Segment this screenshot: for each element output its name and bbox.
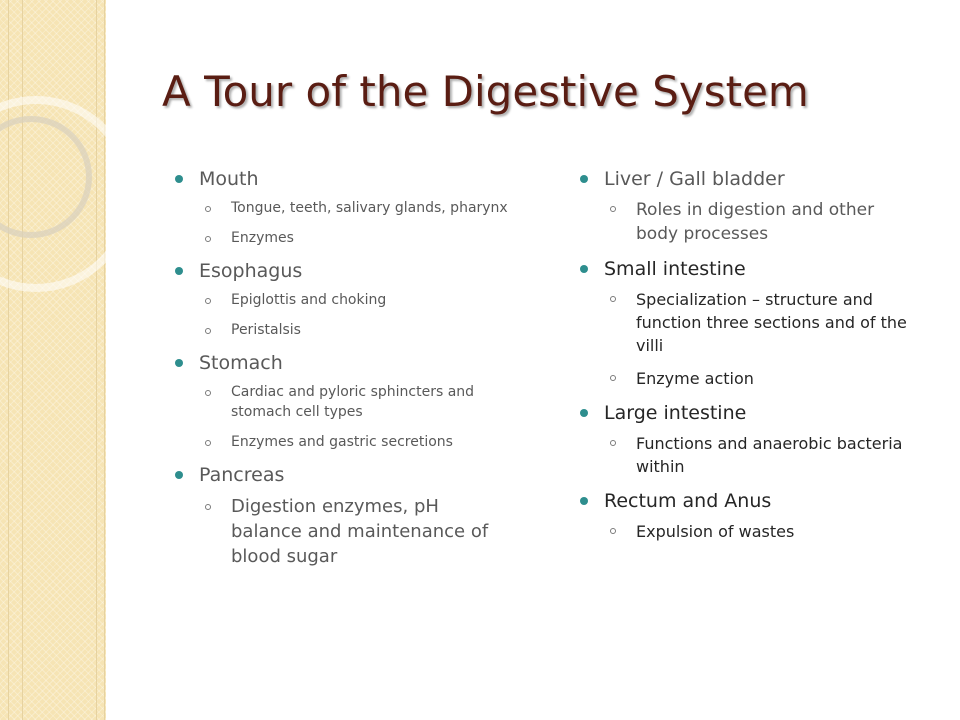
band-stripe xyxy=(8,0,9,720)
sub-bullet-list: Expulsion of wastes xyxy=(604,520,920,543)
sub-bullet-label: Peristalsis xyxy=(231,322,301,338)
decorative-ring-icon xyxy=(0,96,106,292)
bullet-label: Large intestine xyxy=(604,402,747,424)
bullet-dot-icon xyxy=(175,175,183,183)
right-column: Liver / Gall bladder Roles in digestion … xyxy=(580,166,920,553)
band-stripe xyxy=(22,0,23,720)
decorative-ring-icon xyxy=(0,116,92,238)
sub-bullet-item: Digestion enzymes, pH balance and mainte… xyxy=(203,494,515,569)
sub-bullet-item: Enzymes xyxy=(203,228,515,248)
bullet-dot-icon xyxy=(175,359,183,367)
bullet-dot-icon xyxy=(580,409,588,417)
sub-bullet-item: Cardiac and pyloric sphincters and stoma… xyxy=(203,382,515,422)
bullet-dot-icon xyxy=(580,497,588,505)
bullet-item-stomach: Stomach Cardiac and pyloric sphincters a… xyxy=(175,350,515,452)
sub-bullet-item: Specialization – structure and function … xyxy=(608,288,920,357)
sub-bullet-item: Peristalsis xyxy=(203,320,515,340)
bullet-item-rectum-anus: Rectum and Anus Expulsion of wastes xyxy=(580,488,920,543)
bullet-list: Mouth Tongue, teeth, salivary glands, ph… xyxy=(175,166,515,569)
sub-bullet-ring-icon xyxy=(610,296,616,302)
bullet-dot-icon xyxy=(580,265,588,273)
sub-bullet-label: Specialization – structure and function … xyxy=(636,290,907,355)
sub-bullet-item: Expulsion of wastes xyxy=(608,520,920,543)
sub-bullet-item: Epiglottis and choking xyxy=(203,290,515,310)
sub-bullet-ring-icon xyxy=(610,206,616,212)
sub-bullet-item: Roles in digestion and other body proces… xyxy=(608,198,920,246)
bullet-label: Rectum and Anus xyxy=(604,490,772,512)
sub-bullet-label: Functions and anaerobic bacteria within xyxy=(636,434,903,476)
sub-bullet-label: Enzymes xyxy=(231,230,294,246)
sub-bullet-list: Roles in digestion and other body proces… xyxy=(604,198,920,246)
bullet-label: Esophagus xyxy=(199,260,303,282)
sub-bullet-label: Roles in digestion and other body proces… xyxy=(636,200,875,244)
bullet-label: Mouth xyxy=(199,168,259,190)
sub-bullet-label: Cardiac and pyloric sphincters and stoma… xyxy=(231,384,475,420)
bullet-item-mouth: Mouth Tongue, teeth, salivary glands, ph… xyxy=(175,166,515,248)
bullet-label: Small intestine xyxy=(604,258,746,280)
sub-bullet-list: Digestion enzymes, pH balance and mainte… xyxy=(199,494,515,569)
sub-bullet-list: Tongue, teeth, salivary glands, pharynx … xyxy=(199,198,515,248)
sub-bullet-list: Specialization – structure and function … xyxy=(604,288,920,390)
sub-bullet-label: Enzymes and gastric secretions xyxy=(231,434,453,450)
sub-bullet-item: Enzyme action xyxy=(608,367,920,390)
sub-bullet-label: Tongue, teeth, salivary glands, pharynx xyxy=(231,200,508,216)
sub-bullet-label: Expulsion of wastes xyxy=(636,522,795,541)
bullet-dot-icon xyxy=(175,267,183,275)
band-stripe xyxy=(96,0,97,720)
sub-bullet-item: Functions and anaerobic bacteria within xyxy=(608,432,920,478)
bullet-item-liver: Liver / Gall bladder Roles in digestion … xyxy=(580,166,920,246)
bullet-label: Pancreas xyxy=(199,464,285,486)
sub-bullet-ring-icon xyxy=(610,375,616,381)
left-column: Mouth Tongue, teeth, salivary glands, ph… xyxy=(175,166,515,579)
sub-bullet-ring-icon xyxy=(205,390,211,396)
sub-bullet-ring-icon xyxy=(205,328,211,334)
sub-bullet-item: Tongue, teeth, salivary glands, pharynx xyxy=(203,198,515,218)
band-stripe xyxy=(104,0,105,720)
sub-bullet-ring-icon xyxy=(205,298,211,304)
bullet-dot-icon xyxy=(175,471,183,479)
bullet-item-pancreas: Pancreas Digestion enzymes, pH balance a… xyxy=(175,462,515,569)
bullet-dot-icon xyxy=(580,175,588,183)
sub-bullet-ring-icon xyxy=(205,440,211,446)
sub-bullet-label: Epiglottis and choking xyxy=(231,292,387,308)
bullet-item-small-intestine: Small intestine Specialization – structu… xyxy=(580,256,920,390)
sub-bullet-item: Enzymes and gastric secretions xyxy=(203,432,515,452)
sub-bullet-list: Functions and anaerobic bacteria within xyxy=(604,432,920,478)
bullet-list: Liver / Gall bladder Roles in digestion … xyxy=(580,166,920,543)
bullet-item-esophagus: Esophagus Epiglottis and choking Perista… xyxy=(175,258,515,340)
sub-bullet-ring-icon xyxy=(205,236,211,242)
decorative-side-band xyxy=(0,0,106,720)
bullet-label: Liver / Gall bladder xyxy=(604,168,785,190)
sub-bullet-ring-icon xyxy=(205,206,211,212)
sub-bullet-ring-icon xyxy=(205,504,211,510)
sub-bullet-label: Enzyme action xyxy=(636,369,754,388)
sub-bullet-ring-icon xyxy=(610,528,616,534)
sub-bullet-list: Cardiac and pyloric sphincters and stoma… xyxy=(199,382,515,452)
slide-title: A Tour of the Digestive System xyxy=(162,67,809,116)
bullet-label: Stomach xyxy=(199,352,283,374)
sub-bullet-label: Digestion enzymes, pH balance and mainte… xyxy=(231,496,489,567)
sub-bullet-ring-icon xyxy=(610,440,616,446)
sub-bullet-list: Epiglottis and choking Peristalsis xyxy=(199,290,515,340)
bullet-item-large-intestine: Large intestine Functions and anaerobic … xyxy=(580,400,920,478)
